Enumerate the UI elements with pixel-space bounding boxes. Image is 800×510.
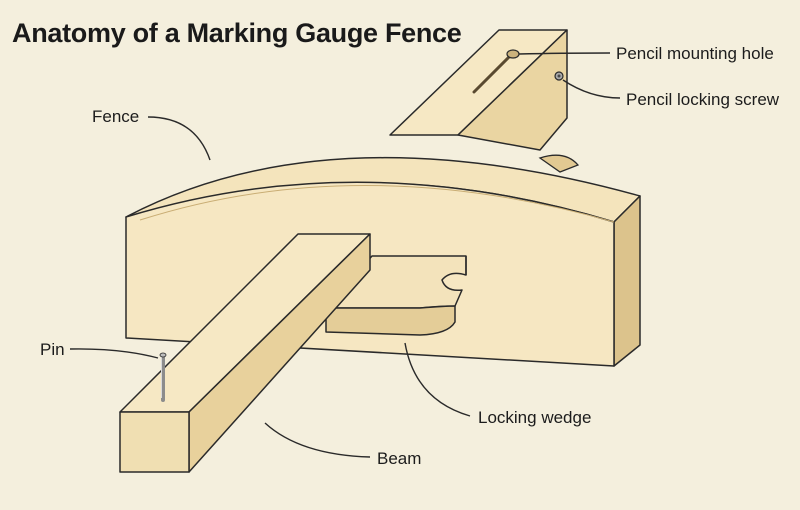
leader-pencil-locking-screw xyxy=(562,79,621,99)
leader-pin xyxy=(69,348,159,359)
wedge-front-face xyxy=(325,305,456,336)
label-pencil-locking-screw: Pencil locking screw xyxy=(626,90,780,109)
beam-rear-section xyxy=(389,29,568,151)
label-beam: Beam xyxy=(377,449,422,468)
beam-end-face xyxy=(119,411,190,473)
pencil-slot xyxy=(472,52,514,94)
diagram-title: Anatomy of a Marking Gauge Fence xyxy=(12,18,462,48)
leader-locking-wedge xyxy=(404,342,471,417)
leader-lines xyxy=(69,52,621,458)
label-pin: Pin xyxy=(40,340,65,359)
label-locking-wedge: Locking wedge xyxy=(478,408,592,427)
leader-fence xyxy=(147,116,211,161)
beam-front-section xyxy=(119,233,371,473)
beam-rear-side-face xyxy=(457,29,568,151)
label-fence: Fence xyxy=(92,107,140,126)
fence-side-face xyxy=(613,195,641,367)
leader-pencil-mounting-hole xyxy=(518,52,611,55)
pencil-mounting-hole xyxy=(506,49,520,59)
label-pencil-mounting-hole: Pencil mounting hole xyxy=(616,44,774,63)
fence-back-lip xyxy=(538,154,580,173)
leader-beam xyxy=(264,422,371,458)
